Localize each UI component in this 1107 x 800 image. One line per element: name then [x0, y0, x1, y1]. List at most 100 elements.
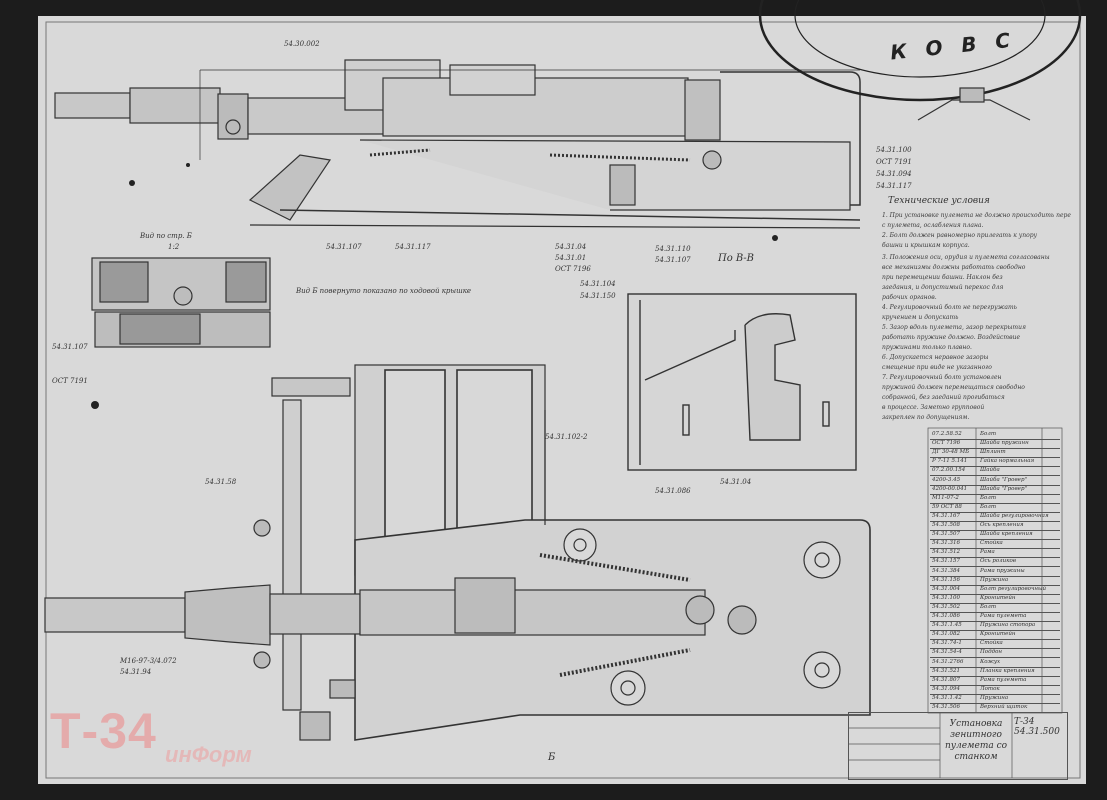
tc-line: при перемещении башни. Наклон без	[882, 274, 1003, 281]
callout-ref: 54.31.04	[720, 478, 752, 486]
part-number: 54.31.384	[932, 567, 960, 574]
part-name: Шайба "Гровер"	[980, 485, 1027, 492]
part-name: Болт	[980, 503, 997, 510]
callout-ref: 54.31.094	[876, 170, 912, 178]
part-name: Кожух	[980, 658, 1001, 665]
tc-line: 3. Положения оси, орудия и пулемета согл…	[882, 254, 1050, 261]
part-name: Кронштейн	[980, 631, 1016, 638]
ammo-box-section	[627, 293, 857, 471]
parts-row: 54.31.086 Рама пулемета	[930, 612, 1060, 622]
part-number: 54.31.082	[932, 631, 960, 638]
part-name: Болт	[980, 603, 997, 610]
tc-line: 2. Болт должен равномерно прилегать к уп…	[882, 232, 1038, 239]
part-number: 54.31.521	[932, 667, 960, 674]
technical-conditions-title: Технические условия	[888, 196, 990, 206]
parts-row: 54.31.100 Кронштейн	[930, 594, 1060, 604]
callout-ref: 54.31.117	[876, 182, 912, 190]
part-name: Болт	[980, 494, 997, 501]
callout-ref: 54.31.102-2	[545, 433, 588, 441]
part-number: 54.31.094	[932, 685, 960, 692]
part-name: Болт	[980, 431, 997, 437]
part-name: Стойка	[980, 640, 1003, 647]
section-label: Б	[548, 752, 556, 763]
tc-line: башни и крышкам корпуса.	[882, 242, 970, 249]
part-name: Верхний щиток	[980, 704, 1028, 710]
tc-line: пружинами только плавно.	[882, 344, 972, 351]
tc-line: пружиной должен перемещаться свободно	[882, 384, 1025, 391]
callout-ref: 54.31.100	[876, 146, 912, 154]
title-block: Установка зенитного пулемета со станком …	[848, 712, 1068, 780]
callout-ref: 54.31.150	[580, 292, 616, 300]
part-name: Шайба пружинн	[980, 440, 1029, 447]
parts-row: 54.31.502 Болт	[930, 603, 1060, 613]
parts-row: 54.31.316 Стойка	[930, 539, 1060, 550]
callout-ref: 54.31.04	[555, 243, 587, 251]
gun-side-view	[54, 59, 861, 229]
part-name: Шплинт	[980, 449, 1006, 456]
part-number: 54.31.502	[932, 603, 960, 610]
part-name: Шайба "Гровер"	[980, 476, 1027, 483]
part-number: 4200-00.041	[932, 485, 968, 492]
parts-row: 54.31.54-4 Поддон	[930, 648, 1060, 659]
part-number: 54.31.512	[932, 549, 960, 556]
part-name: Рама пулемета	[980, 676, 1027, 683]
part-number: 54.31.167	[932, 512, 960, 519]
part-number: 54.31.004	[932, 585, 960, 592]
part-name: Лоток	[980, 685, 1000, 692]
part-name: Планка крепления	[980, 667, 1035, 674]
view-caption: Вид по стр. Б	[140, 232, 192, 240]
parts-row: 4200-00.041 Шайба "Гровер"	[930, 485, 1060, 495]
tc-line: 1. При установке пулемета не должно прои…	[882, 212, 1071, 219]
part-name: Болт регулировочный	[980, 585, 1047, 592]
callout-ref: 54.31.01	[555, 254, 587, 262]
tc-line: собранной, без заеданий прогибаться	[882, 394, 1005, 401]
part-name: Стойка	[980, 540, 1003, 547]
callout-ref: ОСТ 7191	[876, 158, 912, 166]
parts-row: 54.31.74-1 Стойка	[930, 639, 1060, 650]
part-name: Кронштейн	[980, 594, 1016, 601]
callout-ref: 54.31.110	[655, 245, 691, 253]
part-number: 4200-3.45	[932, 476, 961, 483]
part-number: 54.31.316	[932, 540, 960, 547]
part-name: Поддон	[980, 649, 1003, 656]
part-number: 54.31.1.42	[932, 694, 962, 701]
callout-ref: 54.31.58	[205, 478, 237, 486]
mount-detail	[917, 87, 1031, 121]
part-name: Шайба крепления	[980, 531, 1033, 538]
part-number: 54.31.54-4	[932, 649, 962, 656]
tc-line: рабочих органов.	[882, 294, 937, 301]
part-number: 54.31.507	[932, 531, 960, 538]
part-number: 54.31.100	[932, 594, 960, 601]
part-number: 54.31.156	[932, 576, 960, 583]
callout-ref: 54.31.107	[655, 256, 691, 264]
part-number: 54.31.74-1	[932, 640, 962, 647]
tc-line: смещение при виде не указанного	[882, 364, 992, 371]
callout-ref: 54.31.104	[580, 280, 616, 288]
tc-line: 5. Зазор вдоль пулемета, зазор перекрыти…	[882, 324, 1026, 331]
parts-row: 4200-3.45 Шайба "Гровер"	[930, 476, 1060, 486]
watermark-logo: Т-34	[50, 703, 157, 759]
callout-ref: ОСТ 7191	[52, 377, 88, 385]
tc-line: работать пружине должно. Воздействие	[882, 334, 1021, 341]
callout-ref: 54.31.94	[120, 668, 152, 676]
part-name: Рама пулемета	[980, 613, 1027, 619]
part-number: 54.31.086	[932, 613, 960, 619]
tc-line: с пулемета, ослабления плана.	[882, 222, 984, 229]
tc-line: 4. Регулировочный болт не перегружать	[882, 304, 1017, 311]
part-name: Шайба	[980, 467, 1000, 474]
parts-row: 54.31.094 Лоток	[930, 685, 1060, 695]
callout-ref: 54.30.002	[284, 40, 320, 48]
